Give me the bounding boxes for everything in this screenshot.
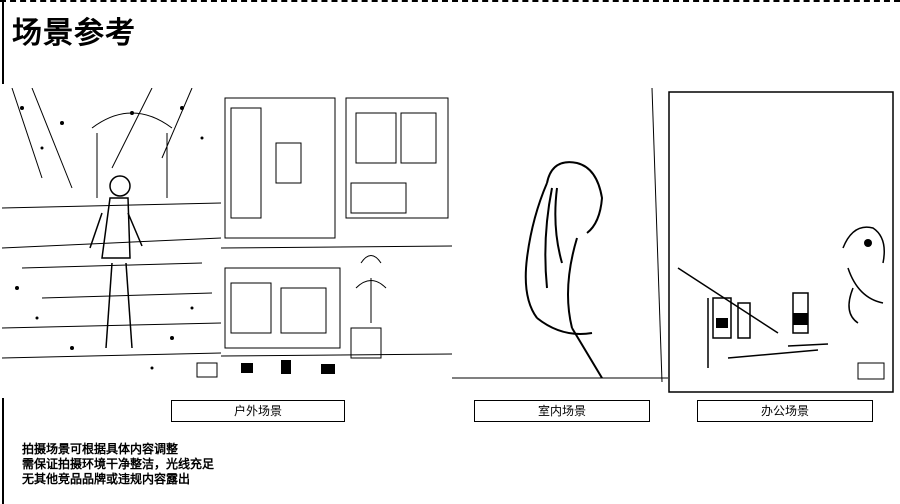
page-title: 场景参考: [12, 16, 136, 51]
indoor-scene-photo: [221, 88, 452, 382]
scene-label-outdoor: 户外场景: [171, 400, 345, 422]
scene-label-office: 办公场景: [697, 400, 873, 422]
shooting-notes: 拍摄场景可根据具体内容调整 需保证拍摄环境干净整洁，光线充足 无其他竞品品牌或违…: [22, 442, 214, 487]
indoor-woman-photo: [452, 88, 668, 382]
note-line-2: 需保证拍摄环境干净整洁，光线充足: [22, 457, 215, 471]
note-line-1: 拍摄场景可根据具体内容调整: [22, 442, 179, 456]
office-scene-photo: [668, 88, 895, 394]
left-border-bottom: [2, 398, 4, 504]
left-border-top: [2, 2, 4, 84]
outdoor-scene-photo: [2, 88, 221, 382]
scene-label-indoor: 室内场景: [474, 400, 650, 422]
note-line-3: 无其他竞品品牌或违规内容露出: [22, 472, 191, 486]
top-dashed-divider: [0, 0, 900, 2]
